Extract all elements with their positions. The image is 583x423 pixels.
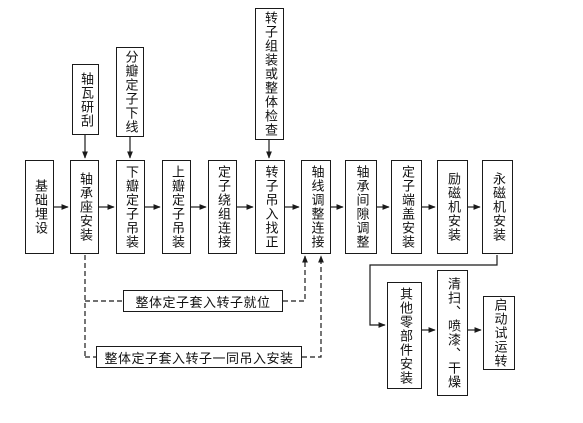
step-permanent-magnet: 永磁机安装 [482, 160, 513, 254]
step-upper-stator-label: 上瓣定子吊装 [169, 165, 184, 249]
note-bearing-scraping-label: 轴瓦研刮 [78, 71, 93, 128]
step-end-cover-label: 定子端盖安装 [399, 165, 414, 249]
note-rotor-assembly-label: 转子组装或整体检查 [262, 11, 277, 137]
step-stator-winding: 定子绕组连接 [208, 160, 237, 254]
alt-whole-stator-onto-rotor: 整体定子套入转子就位 [123, 290, 283, 312]
step-clean-paint-dry-label: 清扫、喷漆、干燥 [445, 277, 460, 389]
note-bearing-scraping: 轴瓦研刮 [72, 64, 99, 135]
step-bearing-gap-label: 轴承间隙调整 [353, 165, 369, 249]
step-permanent-magnet-label: 永磁机安装 [490, 172, 505, 242]
step-rotor-alignment-label: 转子吊入找正 [262, 165, 278, 249]
note-rotor-assembly: 转子组装或整体检查 [255, 8, 284, 140]
step-bearing-gap: 轴承间隙调整 [345, 160, 377, 254]
step-lower-stator: 下瓣定子吊装 [116, 160, 145, 254]
step-other-parts-label: 其他零部件安装 [397, 286, 412, 385]
alt-whole-stator-lift-together-label: 整体定子套入转子一同吊入安装 [104, 351, 294, 367]
step-clean-paint-dry: 清扫、喷漆、干燥 [437, 270, 468, 396]
dash-alt2-out [302, 255, 324, 358]
step-exciter-label: 励磁机安装 [445, 172, 460, 242]
step-rotor-alignment: 转子吊入找正 [255, 160, 285, 254]
step-stator-winding-label: 定子绕组连接 [215, 165, 230, 249]
step-other-parts: 其他零部件安装 [387, 282, 422, 389]
note-split-stator-winding: 分瓣定子下线 [116, 47, 144, 137]
step-shaft-adjust-label: 轴线调整连接 [308, 165, 324, 249]
step-upper-stator: 上瓣定子吊装 [162, 160, 191, 254]
step-bearing-housing-label: 轴承座安装 [77, 172, 92, 242]
step-lower-stator-label: 下瓣定子吊装 [123, 165, 138, 249]
wrap-line [369, 255, 498, 328]
note-split-stator-winding-label: 分瓣定子下线 [122, 50, 138, 134]
step-shaft-adjust: 轴线调整连接 [301, 160, 331, 254]
step-foundation: 基础埋设 [25, 160, 54, 254]
step-bearing-housing: 轴承座安装 [70, 160, 99, 254]
dash-alt1-out [283, 255, 308, 302]
alt-whole-stator-onto-rotor-label: 整体定子套入转子就位 [135, 295, 271, 311]
step-trial-run-label: 启动试运转 [491, 298, 507, 368]
alt-whole-stator-lift-together: 整体定子套入转子一同吊入安装 [96, 346, 302, 368]
step-exciter: 励磁机安装 [437, 160, 468, 254]
step-foundation-label: 基础埋设 [32, 179, 47, 235]
step-trial-run: 启动试运转 [483, 296, 515, 370]
step-end-cover: 定子端盖安装 [391, 160, 422, 254]
